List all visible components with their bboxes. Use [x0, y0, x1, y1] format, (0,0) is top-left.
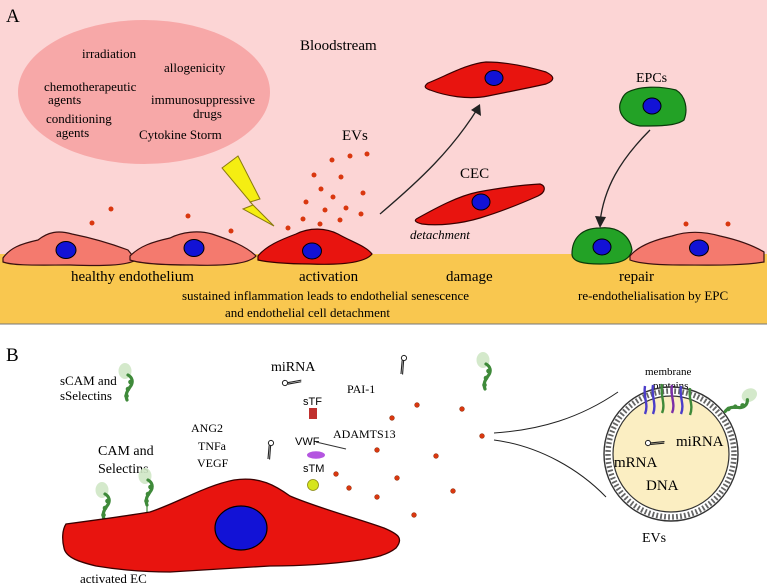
selectin-icon-1: [93, 480, 112, 521]
ev-content-mirna: miRNA: [676, 434, 724, 450]
vwf-icon: [307, 451, 325, 459]
ev-lumen: [612, 395, 730, 513]
trigger-irradiation: irradiation: [82, 46, 137, 61]
mirna-hairpin-icon-3: [261, 439, 280, 461]
trigger-chemotherapeutic-agents: agents: [48, 92, 81, 107]
selectin-icon-2: [136, 466, 155, 507]
caption-senescence: sustained inflammation leads to endothel…: [182, 288, 469, 303]
epc-arrowhead: [595, 216, 606, 228]
ev-particles-b: [333, 402, 485, 518]
bloodstream-label: Bloodstream: [300, 38, 377, 54]
cytokine-tnfa: TNFa: [198, 439, 227, 453]
detachment-arrowhead: [471, 104, 481, 116]
activated-nucleus: [302, 242, 322, 260]
stm-label: sTM: [303, 463, 324, 475]
ev-content-mrna: mRNA: [614, 455, 658, 471]
cam-label-1: CAM and: [98, 444, 154, 459]
soluble-selectin-icon: [116, 361, 135, 402]
epc-nucleus-2: [592, 238, 612, 256]
tissue-layer: [0, 254, 767, 324]
vwf-label: VWF: [295, 436, 320, 448]
trigger-cloud: [18, 20, 270, 164]
cec-nucleus-2: [471, 193, 491, 211]
stf-label: sTF: [303, 396, 322, 408]
trigger-cytokine-storm: Cytokine Storm: [139, 127, 222, 142]
pai1-label: PAI-1: [347, 382, 375, 396]
trigger-immunosuppressive-drugs: drugs: [193, 106, 222, 121]
stage-activation: activation: [299, 269, 359, 285]
evs-label-b: EVs: [642, 531, 666, 546]
soluble-selectin-icon-2: [474, 350, 493, 391]
detachment-label: detachment: [410, 227, 470, 242]
zoom-line-top: [493, 391, 619, 434]
epc-nucleus-1: [642, 97, 662, 115]
panel-a-letter: A: [6, 6, 20, 27]
stf-icon: [309, 408, 317, 419]
ev-content-dna: DNA: [646, 478, 679, 494]
stage-repair: repair: [619, 269, 654, 285]
activated-ec-nucleus: [214, 505, 268, 551]
scam-label-1: sCAM and: [60, 373, 117, 388]
stm-icon: [307, 479, 319, 491]
healthy-nucleus-2: [183, 239, 205, 257]
membrane-protein-icon: [643, 383, 693, 416]
caption-detachment: and endothelial cell detachment: [225, 305, 390, 320]
mirna-hairpin-icon-2: [394, 354, 413, 376]
vwf-strand: [315, 441, 347, 450]
trigger-conditioning-agents: agents: [56, 125, 89, 140]
adamts13-label: ADAMTS13: [333, 427, 396, 441]
trigger-chemotherapeutic: chemotherapeutic: [44, 79, 137, 94]
membrane-label-1: membrane: [645, 366, 692, 378]
mirna-label-b: miRNA: [271, 360, 316, 375]
trigger-allogenicity: allogenicity: [164, 60, 226, 75]
evs-label-a: EVs: [342, 128, 368, 144]
trigger-conditioning: conditioning: [46, 111, 112, 126]
cytokine-ang2: ANG2: [191, 421, 223, 435]
stage-healthy-endothelium: healthy endothelium: [71, 269, 194, 285]
ev-selectin-icon: [719, 383, 762, 418]
ev-particles-a: [89, 151, 731, 234]
trigger-immunosuppressive: immunosuppressive: [151, 92, 255, 107]
lightning-icon: [221, 155, 275, 227]
trigger-list: irradiation allogenicity chemotherapeuti…: [44, 46, 255, 142]
cam-label-2: Selectins: [98, 462, 149, 477]
epc-arrow: [599, 129, 651, 223]
cec-nucleus-1: [484, 70, 504, 86]
panel-b-letter: B: [6, 345, 19, 366]
mirna-hairpin-icon-1: [280, 371, 303, 392]
caption-re-endothelialisation: re-endothelialisation by EPC: [578, 288, 728, 303]
scam-label-2: sSelectins: [60, 388, 112, 403]
stage-damage: damage: [446, 269, 493, 285]
healthy-nucleus-3: [689, 239, 709, 257]
zoom-line-bottom: [493, 439, 607, 498]
activated-ec-label: activated EC: [80, 571, 147, 586]
epcs-label: EPCs: [636, 71, 667, 86]
cytokine-vegf: VEGF: [197, 456, 229, 470]
detachment-arrow: [379, 107, 479, 215]
cec-label: CEC: [460, 166, 489, 182]
healthy-nucleus-1: [55, 241, 77, 259]
